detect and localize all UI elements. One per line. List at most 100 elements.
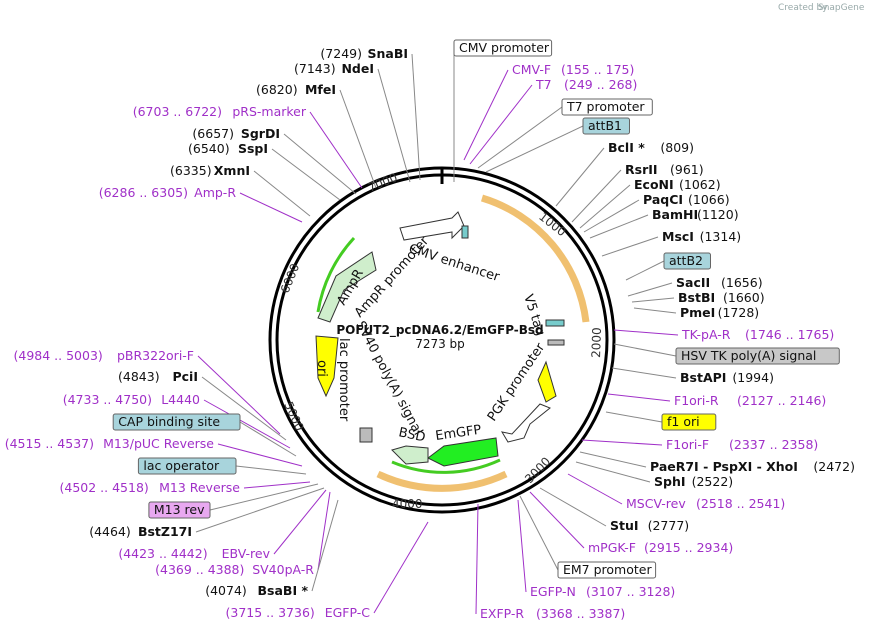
right-label-f1-ori-box (661, 413, 717, 431)
left-label-snabi-leader (411, 53, 421, 181)
left-label-m13-puc-reverse: M13/pUC Reverse (4515 .. 4537) (5, 436, 215, 451)
left-label-amp-r-name: Amp-R (194, 185, 236, 200)
backbone (268, 166, 616, 514)
left-label-mfei: MfeI(6820) (256, 82, 336, 97)
right-label-t7-promoter-name: T7 promoter (566, 99, 645, 114)
right-label-exfp-r-pos: (3368 .. 3387) (536, 606, 625, 621)
right-label-bamhi-leader (589, 214, 649, 239)
tick-5000: 5000 (281, 400, 306, 434)
left-label-pbr322ori-f-name: pBR322ori-F (117, 348, 194, 363)
left-label-sspi: SspI(6540) (188, 141, 268, 156)
hsv-marker (547, 339, 565, 346)
right-label-sacii-pos: (1656) (721, 275, 763, 290)
ampr-arrow (317, 251, 377, 323)
label-bsd: BSD (397, 425, 426, 445)
right-label-paer7i-pspxi-xhoi: PaeR7I - PspXI - XhoI(2472) (650, 459, 855, 474)
left-label-xmni-leader (253, 170, 311, 217)
right-label-t7-leader (469, 84, 533, 165)
right-label-bstapi-name: BstAPI (680, 370, 726, 385)
right-label-pmei-pos: (1728) (718, 305, 760, 320)
f1ori-arrow (537, 360, 557, 403)
right-label-t7-name: T7 (535, 77, 552, 92)
right-label-stui-pos: (2777) (648, 518, 690, 533)
right-label-msci-leader (601, 236, 659, 257)
right-label-econi-leader (579, 184, 631, 229)
right-label-bstapi: BstAPI(1994) (680, 370, 774, 385)
left-label-sspi-leader (271, 148, 341, 201)
left-label-snabi-name: SnaBI (367, 46, 408, 61)
left-label-pbr322ori-f-pos: (4984 .. 5003) (14, 348, 103, 363)
feature-arrows (315, 211, 565, 467)
green-arc-left (316, 236, 356, 313)
left-label-sgrdi-pos: (6657) (192, 126, 234, 141)
right-label-bstbi-leader (631, 297, 675, 303)
right-label-sphi: SphI(2522) (654, 474, 733, 489)
label-ori: ori (314, 360, 329, 377)
right-label-attb2-name: attB2 (669, 253, 703, 268)
left-label-cap-binding-site: CAP binding site (112, 413, 241, 431)
right-label-f1-ori-leader (605, 411, 663, 423)
left-label-m13-rev: M13 rev (148, 501, 211, 519)
right-label-mscv-rev-name: MSCV-rev (626, 496, 686, 511)
right-label-tk-pa-r-pos: (1746 .. 1765) (745, 327, 834, 342)
left-label-ebv-rev-name: EBV-rev (222, 546, 271, 561)
right-label-pmei-name: PmeI (680, 305, 715, 320)
left-label-amp-r-pos: (6286 .. 6305) (99, 185, 188, 200)
left-label-egfp-c-name: EGFP-C (325, 605, 371, 620)
right-label-hsv-tk-poly-a-signal-name: HSV TK poly(A) signal (681, 348, 816, 363)
left-label-sspi-pos: (6540) (188, 141, 230, 156)
v5-marker (545, 319, 565, 327)
orange-arc-bottom (376, 470, 508, 492)
left-label-m13-puc-reverse-name: M13/pUC Reverse (103, 436, 214, 451)
right-label-f1ori-r-pos: (2127 .. 2146) (737, 393, 826, 408)
orange-arc-top (480, 194, 590, 323)
right-label-paqci-pos: (1066) (688, 192, 730, 207)
right-label-tk-pa-r-leader (613, 329, 679, 336)
right-label-t7-promoter-box (561, 98, 653, 116)
left-label-pcii-leader (201, 376, 287, 441)
left-label-m13-puc-reverse-pos: (4515 .. 4537) (5, 436, 94, 451)
leader-lines (195, 48, 679, 615)
right-label-hsv-tk-poly-a-signal: HSV TK poly(A) signal (675, 347, 840, 365)
right-label-stui: StuI(2777) (610, 518, 689, 533)
right-label-f1ori-r-leader (607, 393, 671, 402)
left-label-m13-reverse: M13 Reverse(4502 .. 4518) (60, 480, 241, 495)
left-label-sv40pa-r-name: SV40pA-R (252, 562, 314, 577)
left-label-mfei-leader (339, 89, 377, 189)
left-label-cap-binding-site-name: CAP binding site (118, 414, 220, 429)
right-label-rsrii-pos: (961) (670, 162, 704, 177)
right-label-econi-name: EcoNI (634, 177, 674, 192)
right-label-bamhi-pos: (1120) (697, 207, 739, 222)
left-label-bstz17i: BstZ17I(4464) (89, 524, 192, 539)
label-lac-promoter: lac promoter (336, 338, 351, 422)
right-label-attb1-leader (485, 125, 584, 173)
left-label-sv40pa-r-pos: (4369 .. 4388) (155, 562, 244, 577)
right-label-paer7i-pspxi-xhoi-leader (579, 451, 647, 468)
right-label-mpgk-f: mPGK-F(2915 .. 2934) (588, 540, 733, 555)
right-label-f1ori-r: F1ori-R(2127 .. 2146) (674, 393, 826, 408)
left-label-bsabi-name: BsaBI * (258, 583, 309, 598)
left-label-l4440: L4440(4733 .. 4750) (63, 392, 200, 407)
right-label-cmv-f-name: CMV-F (512, 62, 551, 77)
left-label-xmni: XmnI(6335) (170, 163, 250, 178)
left-label-lac-operator-name: lac operator (143, 458, 220, 473)
left-label-prs-marker-name: pRS-marker (232, 104, 307, 119)
right-label-bcli-leader (555, 147, 605, 207)
right-label-sacii-leader (627, 282, 673, 297)
left-label-prs-marker-leader (309, 111, 363, 189)
right-label-egfp-n-name: EGFP-N (530, 584, 576, 599)
green-arc-bottom (391, 458, 501, 474)
right-label-attb1: attB1 (582, 117, 630, 135)
emgfp-arrow (427, 437, 499, 467)
left-label-sv40pa-r-leader (317, 491, 331, 571)
left-label-m13-reverse-pos: (4502 .. 4518) (60, 480, 149, 495)
right-label-msci: MscI(1314) (662, 229, 741, 244)
left-label-mfei-pos: (6820) (256, 82, 298, 97)
credit-brand: SnapGene (818, 3, 865, 13)
left-label-xmni-name: XmnI (214, 163, 250, 178)
right-label-bcli: BclI *(809) (608, 140, 694, 155)
right-label-cmv-promoter: CMV promoter (453, 39, 553, 57)
right-label-bcli-name: BclI * (608, 140, 645, 155)
right-label-f1-ori: f1 ori (661, 413, 717, 431)
right-label-attb2-box (663, 252, 711, 270)
